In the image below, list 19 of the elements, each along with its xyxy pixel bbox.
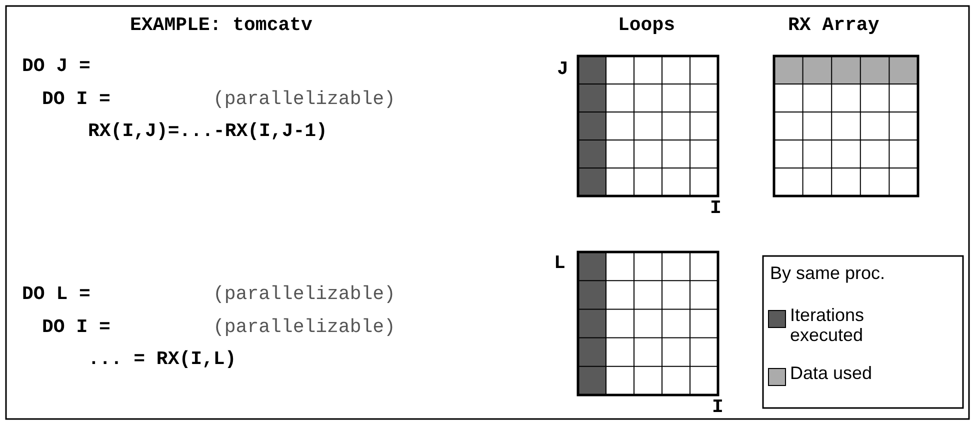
code-line: DO I =	[42, 318, 110, 337]
axis-label: I	[710, 199, 722, 218]
legend-text: Data used	[790, 364, 874, 384]
column-heading: Loops	[618, 16, 676, 35]
legend-text: Iterations executed	[790, 306, 866, 346]
code-line: DO J =	[22, 57, 90, 76]
code-line: ... = RX(I,L)	[88, 350, 236, 369]
code-comment: (parallelizable)	[213, 318, 396, 337]
axis-label: J	[557, 60, 568, 79]
code-line: DO L =	[22, 285, 90, 304]
title: EXAMPLE: tomcatv	[130, 16, 312, 35]
code-line: DO I =	[42, 90, 110, 109]
legend-title: By same proc.	[770, 264, 886, 282]
code-comment: (parallelizable)	[213, 285, 396, 304]
axis-label: L	[554, 254, 566, 273]
axis-label: I	[712, 398, 724, 417]
code-line: RX(I,J)=...-RX(I,J-1)	[88, 122, 328, 141]
code-comment: (parallelizable)	[213, 90, 396, 109]
column-heading: RX Array	[788, 16, 880, 35]
